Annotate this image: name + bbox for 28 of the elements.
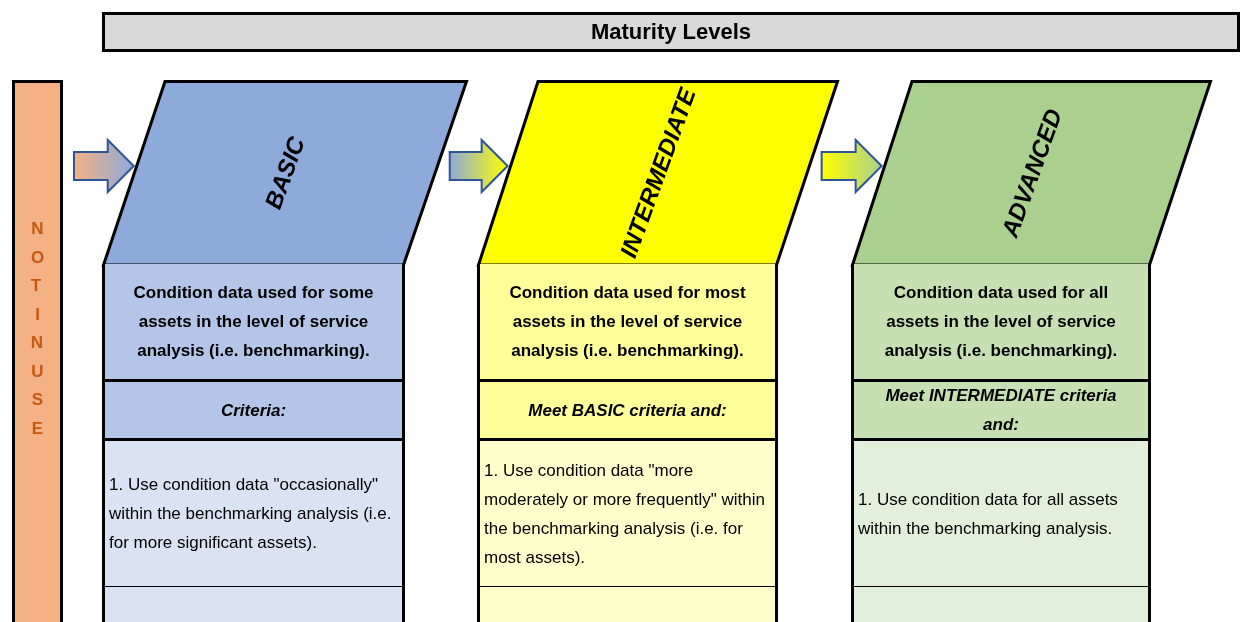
criteria-heading: Meet BASIC criteria and: <box>528 399 727 422</box>
status-bar <box>12 80 63 622</box>
crit-cell <box>477 382 778 441</box>
criteria-heading: Criteria: <box>220 399 287 422</box>
item-cell <box>477 441 778 587</box>
criteria-heading: Meet INTERMEDIATE criteria and: <box>884 385 1118 436</box>
crit-cell <box>851 382 1151 441</box>
criteria-item: 1. Use condition data "more moderately or more frequently" within the benchmarking analysis (i.e. for most assets). <box>484 459 766 569</box>
vertical-label: NOT IN USE <box>30 218 45 440</box>
empty-cell <box>477 587 778 622</box>
empty-cell <box>102 587 405 622</box>
desc-cell <box>477 264 778 382</box>
level-description: Condition data used for all assets in the level of service analysis (i.e. benchmarking). <box>883 282 1119 362</box>
title: Maturity Levels <box>590 19 752 45</box>
criteria-item: 1. Use condition data for all assets within the benchmarking analysis. <box>858 488 1119 540</box>
desc-cell <box>851 264 1151 382</box>
item-cell <box>851 441 1151 587</box>
level-description: Condition data used for most assets in the level of service analysis (i.e. benchmarking). <box>508 282 747 362</box>
level-description: Condition data used for some assets in the level of service analysis (i.e. benchmarking). <box>132 282 375 362</box>
item-cell <box>102 441 405 587</box>
level-name: BASIC <box>259 132 311 213</box>
block-arrow <box>448 137 510 195</box>
desc-cell <box>102 264 405 382</box>
crit-cell <box>102 382 405 441</box>
block-arrow <box>820 137 884 195</box>
criteria-item: 1. Use condition data "occasionally" within the benchmarking analysis (i.e. for more significant assets). <box>109 474 393 554</box>
empty-cell <box>851 587 1151 622</box>
block-arrow <box>73 137 136 195</box>
